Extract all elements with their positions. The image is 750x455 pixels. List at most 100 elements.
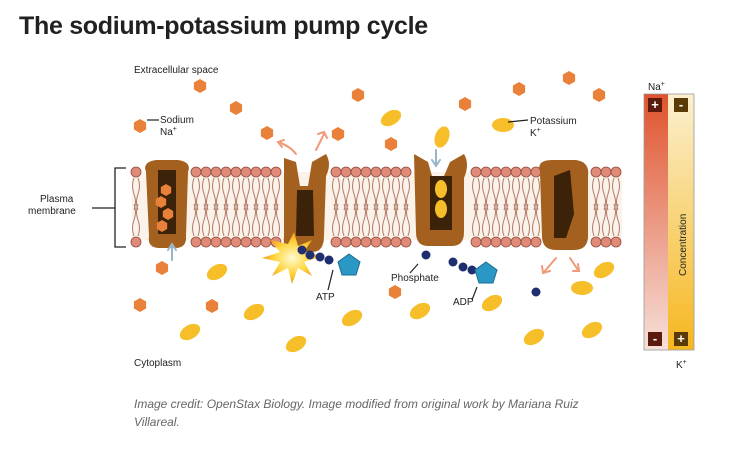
phosphate-bead: [531, 287, 541, 297]
lipid-head: [220, 236, 232, 248]
sodium-minus: -: [653, 331, 657, 346]
lipid-head: [470, 236, 482, 248]
lipid-head: [510, 166, 522, 178]
potassium-ion: [179, 323, 201, 341]
lipid-tail: [202, 177, 210, 211]
image-credit: Image credit: OpenStax Biology. Image mo…: [134, 397, 579, 429]
sodium-ion: [351, 88, 365, 102]
lipid-head: [210, 166, 222, 178]
potassium-plus: +: [677, 331, 685, 346]
lipid-tail: [522, 177, 530, 211]
atp-hydrolysis-burst: [262, 232, 322, 284]
lipid-head: [400, 236, 412, 248]
lipid-head: [190, 166, 202, 178]
plasma-label: Plasma: [40, 194, 74, 205]
lipid-tail: [612, 203, 620, 237]
lipid-head: [210, 236, 222, 248]
lipid-head: [330, 166, 342, 178]
lipid-tail: [252, 177, 260, 211]
pump-potassium-ion: [435, 180, 447, 198]
lipid-tail: [352, 203, 360, 237]
lipid-head: [520, 236, 532, 248]
lipid-tail: [532, 203, 540, 237]
pump-protein-2: [283, 154, 329, 252]
atp-label: ATP: [316, 292, 335, 303]
lipid-head: [400, 166, 412, 178]
potassium-ion: [492, 118, 514, 132]
lipid-head: [220, 166, 232, 178]
lipid-tail: [252, 203, 260, 237]
page-title: The sodium-potassium pump cycle: [19, 12, 428, 40]
lipid-tail: [272, 177, 280, 211]
lipid-tail: [242, 177, 250, 211]
lipid-head: [500, 166, 512, 178]
sodium-ion: [205, 299, 219, 313]
sodium-ion: [562, 71, 576, 85]
lipid-tail: [332, 203, 340, 237]
pump-sodium-ion: [156, 220, 168, 232]
sodium-ion: [133, 119, 147, 133]
lipid-head: [600, 236, 612, 248]
atp-pentagon: [337, 253, 361, 276]
lipid-head: [200, 236, 212, 248]
lipid-tail: [332, 177, 340, 211]
pump-protein-1: [145, 160, 189, 248]
lipid-head: [380, 236, 392, 248]
lipid-tail: [472, 203, 480, 237]
potassium-ion: [581, 321, 603, 339]
lipid-head: [130, 166, 142, 178]
potassium-ions: [179, 109, 615, 353]
potassium-ion: [434, 126, 450, 148]
sodium-ion: [229, 101, 243, 115]
lipid-head: [370, 166, 382, 178]
potassium-ion: [523, 328, 545, 346]
pump-sodium-ion: [160, 184, 172, 196]
potassium-ion: [206, 263, 228, 281]
lipid-head: [330, 236, 342, 248]
lipid-tail: [482, 203, 490, 237]
pump-sodium-ion: [155, 196, 167, 208]
concentration-axis-label: Concentration: [678, 214, 689, 276]
potassium-ion: [380, 109, 402, 127]
lipid-head: [510, 236, 522, 248]
lipid-tail: [382, 203, 390, 237]
lipid-head: [520, 166, 532, 178]
lipid-tail: [502, 203, 510, 237]
lipid-head: [490, 236, 502, 248]
lipid-tail: [132, 177, 140, 211]
phosphate-bead: [305, 250, 315, 260]
lipid-tail: [242, 203, 250, 237]
sodium-ion: [155, 261, 169, 275]
potassium-ion: [571, 281, 593, 295]
lipid-tail: [362, 203, 370, 237]
extracellular-label: Extracellular space: [134, 65, 219, 76]
lipid-tail: [502, 177, 510, 211]
lipid-head: [610, 236, 622, 248]
lipid-tail: [472, 177, 480, 211]
lipid-head: [480, 166, 492, 178]
lipid-head: [270, 166, 282, 178]
sodium-label: Sodium: [160, 115, 194, 126]
lipid-head: [370, 236, 382, 248]
lipid-tail: [352, 177, 360, 211]
lipid-tail: [382, 177, 390, 211]
phosphate-bead: [448, 257, 458, 267]
lipid-tail: [482, 177, 490, 211]
lipid-head: [260, 236, 272, 248]
lipid-tail: [232, 177, 240, 211]
pump-sodium-ions: [155, 184, 174, 232]
sodium-ion: [331, 127, 345, 141]
lipid-tail: [222, 203, 230, 237]
lipid-tail: [592, 203, 600, 237]
phosphate-bead: [315, 252, 325, 262]
lipid-head: [230, 166, 242, 178]
lipid-head: [250, 166, 262, 178]
lipid-head: [590, 166, 602, 178]
sodium-ion: [512, 82, 526, 96]
sodium-ion: [260, 126, 274, 140]
membrane-bracket: [92, 167, 126, 248]
lipid-tail: [612, 177, 620, 211]
potassium-ion: [409, 302, 431, 320]
lipid-tail: [492, 177, 500, 211]
